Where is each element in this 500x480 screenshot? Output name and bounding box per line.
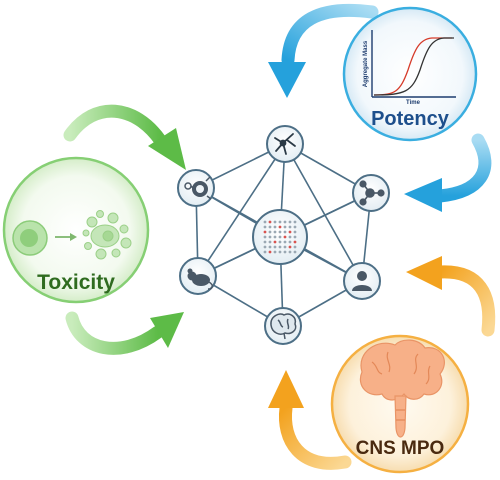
well-dot (293, 240, 297, 244)
well-dot (288, 225, 292, 229)
well-dot (268, 230, 272, 234)
well-dot (288, 240, 292, 244)
well-dot (293, 250, 297, 254)
molecule-icon (359, 180, 385, 206)
well-dot (283, 230, 287, 234)
cns-arrow-right (406, 256, 496, 337)
well-dot (263, 225, 267, 229)
well-dot (263, 230, 267, 234)
potency-panel: Time Aggregate Mass Potency (342, 6, 478, 142)
toxicity-panel: Toxicity (2, 156, 150, 304)
well-dot (288, 245, 292, 249)
well-dot (268, 235, 272, 239)
well-dot (288, 230, 292, 234)
well-dot (293, 245, 297, 249)
well-dot (278, 220, 282, 224)
well-dot (283, 220, 287, 224)
well-dot (263, 240, 267, 244)
well-dot (273, 250, 277, 254)
well-dot (263, 220, 267, 224)
well-dot (278, 245, 282, 249)
node-neuron (266, 125, 304, 163)
well-dot (293, 235, 297, 239)
well-dot (293, 230, 297, 234)
well-dot (283, 235, 287, 239)
well-plate-icon (263, 220, 297, 254)
potency-label: Potency (371, 108, 450, 130)
well-dot (268, 240, 272, 244)
node-person (343, 262, 381, 300)
node-brain (264, 307, 302, 345)
toxicity-arrow-bottom (65, 311, 184, 355)
well-dot (288, 235, 292, 239)
plot-xlabel: Time (406, 100, 421, 106)
mouse-icon (187, 268, 213, 290)
well-dot (263, 250, 267, 254)
plot-ylabel: Aggregate Mass (363, 40, 369, 87)
cns-mpo-panel: CNS MPO (330, 334, 470, 474)
healthy-cell-icon (12, 220, 48, 256)
node-cell (177, 169, 215, 207)
well-dot (278, 235, 282, 239)
toxicity-arrow-top (63, 104, 186, 170)
well-dot (283, 245, 287, 249)
brain-brainstem-icon (359, 339, 445, 438)
aggregation-plot: Time Aggregate Mass (363, 30, 456, 106)
well-dot (283, 250, 287, 254)
well-dot (263, 245, 267, 249)
well-dot (283, 240, 287, 244)
well-dot (283, 225, 287, 229)
well-dot (288, 250, 292, 254)
brain-icon (270, 313, 297, 340)
well-dot (288, 220, 292, 224)
cns-arrow-bottom (268, 370, 352, 470)
node-mouse (179, 257, 217, 295)
well-dot (273, 230, 277, 234)
potency-arrow-right (404, 133, 492, 212)
potency-arrow-top (268, 3, 379, 98)
person-icon (352, 271, 372, 291)
well-dot (273, 240, 277, 244)
well-dot (278, 225, 282, 229)
well-dot (273, 225, 277, 229)
neuron-icon (274, 133, 296, 155)
node-assay-plate (252, 209, 308, 265)
well-dot (278, 230, 282, 234)
well-dot (278, 250, 282, 254)
dying-cell-icon (82, 210, 132, 260)
toxicity-label: Toxicity (37, 271, 115, 294)
well-dot (273, 245, 277, 249)
cell-icon (184, 176, 212, 200)
well-dot (268, 245, 272, 249)
transition-arrow-icon (55, 233, 77, 241)
well-dot (278, 240, 282, 244)
well-dot (268, 250, 272, 254)
well-dot (268, 220, 272, 224)
well-dot (293, 225, 297, 229)
node-molecule (352, 174, 390, 212)
cns-mpo-label: CNS MPO (356, 438, 445, 459)
well-dot (273, 235, 277, 239)
well-dot (268, 225, 272, 229)
well-dot (263, 235, 267, 239)
well-dot (293, 220, 297, 224)
well-dot (273, 220, 277, 224)
